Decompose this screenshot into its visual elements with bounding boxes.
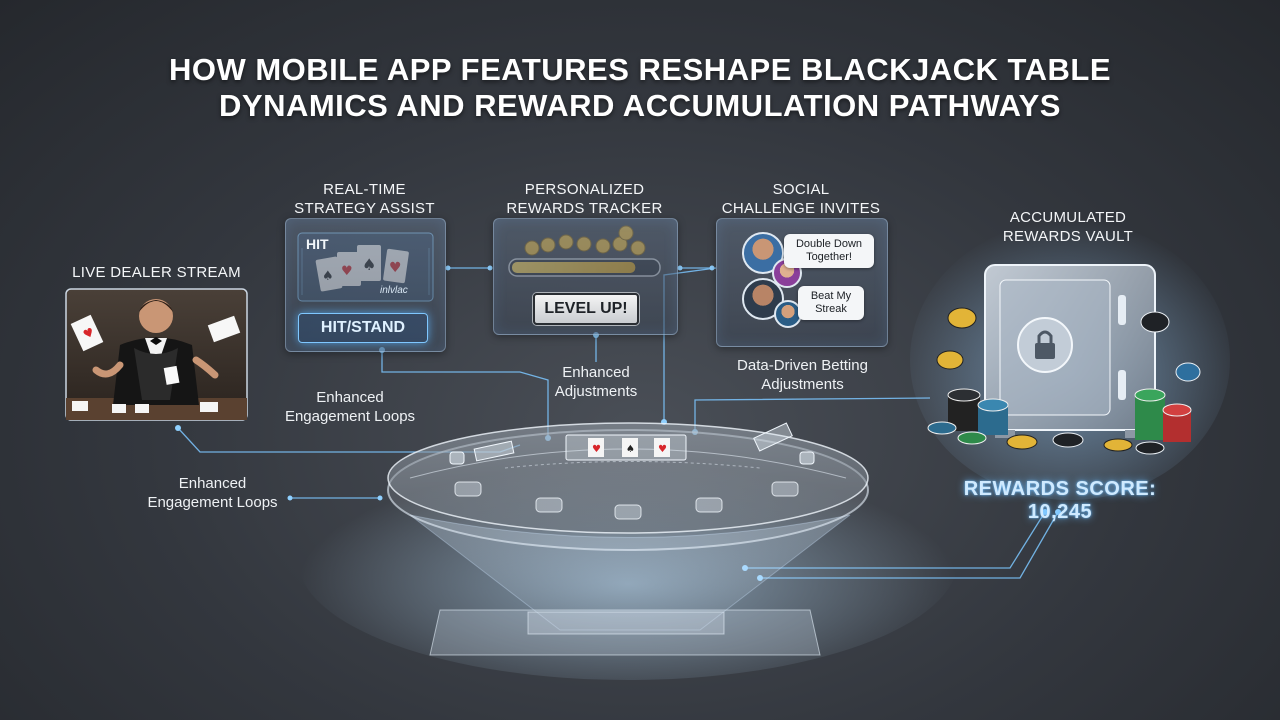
live-dealer-label: LIVE DEALER STREAM bbox=[72, 264, 241, 281]
svg-text:♥: ♥ bbox=[658, 444, 667, 455]
social-challenge-label: SOCIAL CHALLENGE INVITES bbox=[721, 181, 881, 217]
strategy-hit-label: HIT bbox=[306, 236, 329, 252]
title-line-1: HOW MOBILE APP FEATURES RESHAPE BLACKJAC… bbox=[168, 52, 1112, 87]
chat-bubble-double-down: Double Down Together! bbox=[784, 234, 874, 268]
live-dealer-stream-image: ♥ bbox=[65, 288, 248, 421]
title-line-2: DYNAMICS AND REWARD ACCUMULATION PATHWAY… bbox=[219, 88, 1061, 123]
note-engagement-loops-lower: Enhanced Engagement Loops bbox=[147, 475, 278, 511]
level-up-button[interactable]: LEVEL UP! bbox=[533, 293, 639, 325]
rewards-vault-label: ACCUMULATED REWARDS VAULT bbox=[1002, 209, 1134, 245]
svg-text:♥: ♥ bbox=[81, 325, 97, 342]
note-data-driven-betting: Data-Driven Betting Adjustments bbox=[737, 357, 868, 393]
chat-bubble-beat-streak: Beat My Streak bbox=[798, 286, 864, 320]
casino-chips bbox=[927, 307, 1201, 455]
strategy-assist-label: REAL-TIME STRATEGY ASSIST bbox=[294, 181, 435, 217]
live-dealer-panel[interactable] bbox=[66, 289, 247, 420]
user-avatar-1 bbox=[742, 232, 784, 274]
user-avatar-4 bbox=[774, 300, 802, 328]
strategy-assist-panel[interactable] bbox=[285, 218, 446, 352]
page-title: HOW MOBILE APP FEATURES RESHAPE BLACKJAC… bbox=[0, 52, 1280, 124]
svg-text:♠: ♠ bbox=[626, 444, 635, 455]
rewards-tracker-label: PERSONALIZED REWARDS TRACKER bbox=[506, 181, 663, 217]
connector-strategy-to-table bbox=[381, 350, 549, 438]
table-cards: ♥ ♠ ♥ bbox=[588, 438, 670, 457]
connector-table-to-vault bbox=[694, 397, 931, 432]
strategy-small-text: inlvlac bbox=[380, 285, 408, 296]
svg-text:♥: ♥ bbox=[592, 444, 601, 455]
note-engagement-loops-upper: Enhanced Engagement Loops bbox=[284, 389, 416, 425]
rewards-score: REWARDS SCORE: 10,245 bbox=[963, 478, 1157, 523]
note-enhanced-adjustments: Enhanced Adjustments bbox=[554, 364, 638, 400]
hit-stand-button[interactable]: HIT/STAND bbox=[298, 313, 428, 343]
holographic-blackjack-table: ♥ ♠ ♥ bbox=[298, 422, 958, 680]
